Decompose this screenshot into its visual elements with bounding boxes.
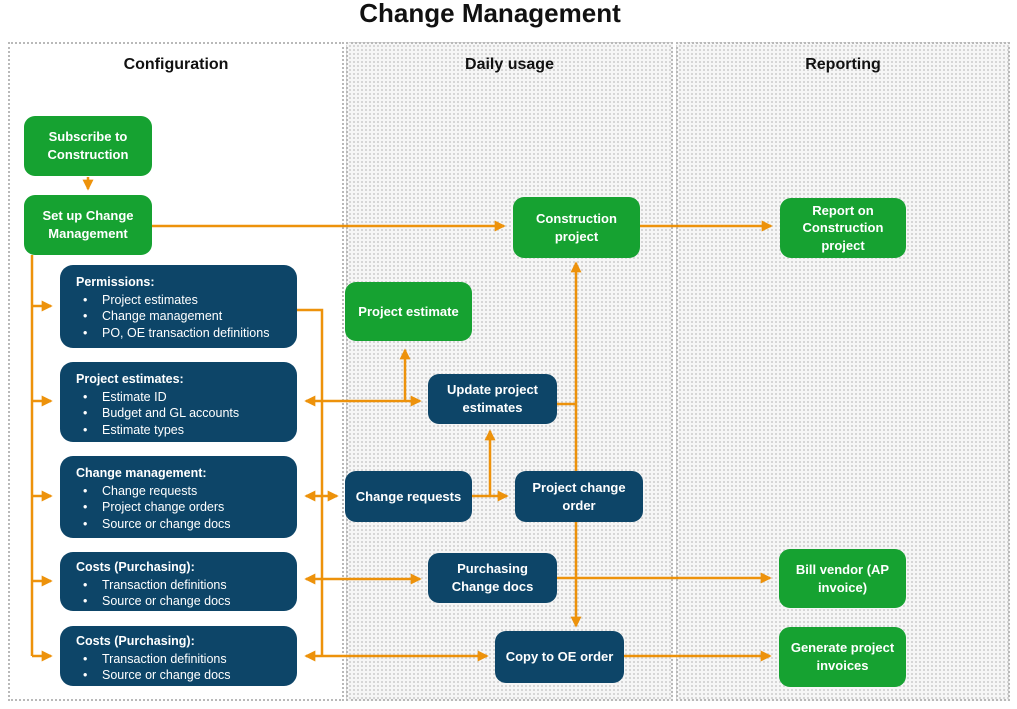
list-item: Budget and GL accounts <box>76 405 287 422</box>
list-costs-purchasing-1: Costs (Purchasing): Transaction definiti… <box>60 552 297 611</box>
list-item: Source or change docs <box>76 667 287 684</box>
node-copy-to-oe-order: Copy to OE order <box>495 631 624 683</box>
list-item: Estimate types <box>76 422 287 439</box>
node-project-change-order: Project change order <box>515 471 643 522</box>
list-item: Change requests <box>76 483 287 500</box>
column-header-reporting: Reporting <box>805 56 881 73</box>
list-item: Estimate ID <box>76 389 287 406</box>
list-item: Source or change docs <box>76 516 287 533</box>
node-subscribe-construction: Subscribe to Construction <box>24 116 152 176</box>
page-title: Change Management <box>359 0 621 28</box>
node-change-requests: Change requests <box>345 471 472 522</box>
list-permissions: Permissions: Project estimates Change ma… <box>60 265 297 348</box>
node-purchasing-change-docs: Purchasing Change docs <box>428 553 557 603</box>
node-project-estimate: Project estimate <box>345 282 472 341</box>
list-item: Change management <box>76 308 287 325</box>
list-item: PO, OE transaction definitions <box>76 325 287 342</box>
node-construction-project: Construction project <box>513 197 640 258</box>
line-right-trunk <box>297 308 324 656</box>
list-item: Source or change docs <box>76 593 287 610</box>
list-costs-purchasing-2: Costs (Purchasing): Transaction definiti… <box>60 626 297 686</box>
node-report-construction-project: Report on Construction project <box>780 198 906 258</box>
node-update-project-estimates: Update project estimates <box>428 374 557 424</box>
list-item: Transaction definitions <box>76 577 287 594</box>
column-header-daily-usage: Daily usage <box>465 56 554 73</box>
list-item: Project estimates <box>76 292 287 309</box>
node-bill-vendor: Bill vendor (AP invoice) <box>779 549 906 608</box>
list-project-estimates: Project estimates: Estimate ID Budget an… <box>60 362 297 442</box>
column-header-configuration: Configuration <box>123 56 229 73</box>
node-setup-change-management: Set up Change Management <box>24 195 152 255</box>
list-change-management: Change management: Change requests Proje… <box>60 456 297 538</box>
list-item: Project change orders <box>76 499 287 516</box>
panel-daily-usage <box>346 42 673 701</box>
list-item: Transaction definitions <box>76 651 287 668</box>
node-generate-project-invoices: Generate project invoices <box>779 627 906 687</box>
